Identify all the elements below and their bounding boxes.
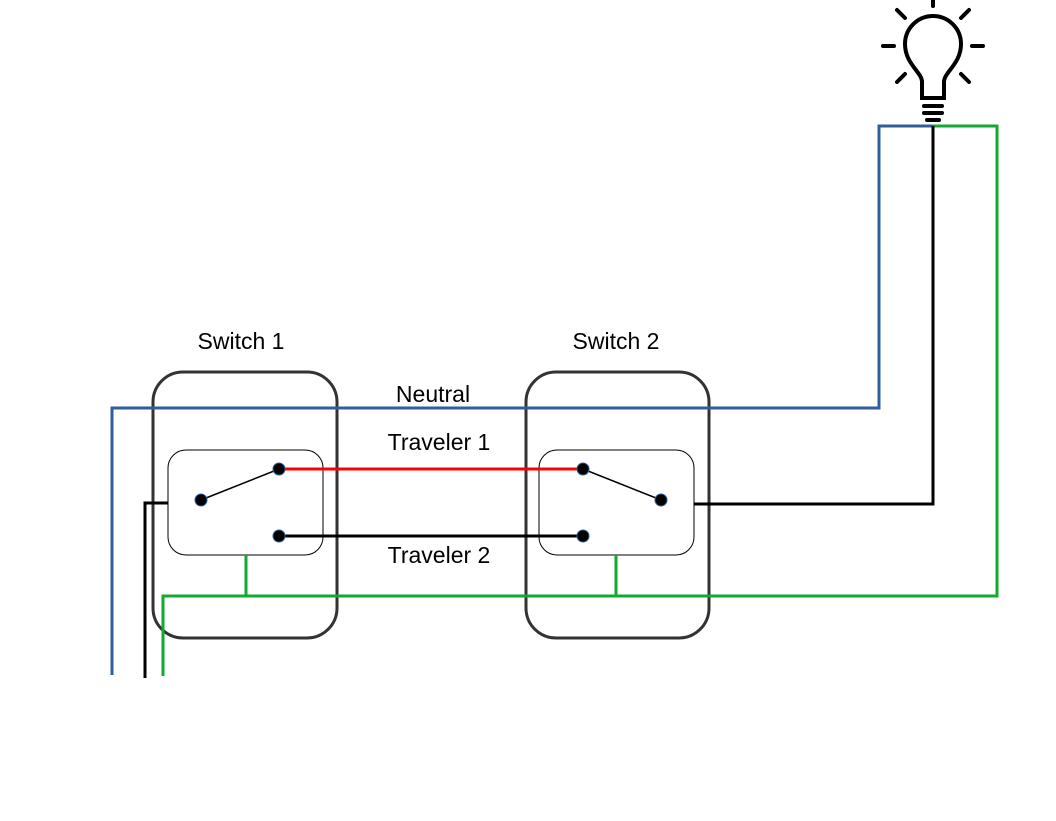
switch1-mechanism [167, 449, 324, 556]
switch2-mechanism [538, 449, 695, 556]
switch1-terminal-2 [272, 529, 286, 543]
switch1-common-terminal [194, 493, 208, 507]
switch1-lever [200, 468, 280, 501]
switch2-label: Switch 2 [573, 328, 660, 354]
light-bulb-icon [881, 0, 985, 122]
ground-wire [161, 124, 999, 676]
switch2-common-terminal [654, 493, 668, 507]
traveler2-label: Traveler 2 [388, 542, 491, 568]
switch2-terminal-2 [576, 529, 590, 543]
load-wire [694, 126, 935, 506]
switch2-box [524, 370, 711, 640]
neutral-label: Neutral [396, 381, 470, 407]
switch1-label: Switch 1 [198, 328, 285, 354]
switch2-terminal-1 [576, 462, 590, 476]
switch2-lever [582, 468, 662, 501]
traveler1-label: Traveler 1 [388, 429, 491, 455]
hot-supply-wire [143, 501, 168, 678]
switch1-box [151, 370, 339, 640]
neutral-wire [110, 124, 933, 675]
switch1-terminal-1 [272, 462, 286, 476]
